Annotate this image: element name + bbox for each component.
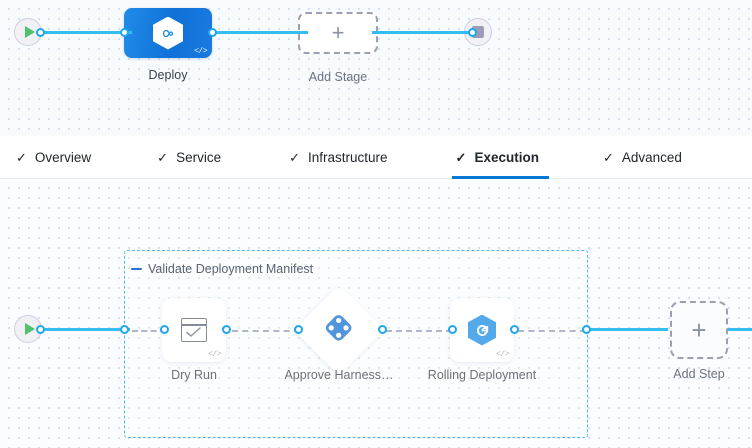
check-icon: ✓ — [289, 149, 300, 165]
step-node-body — [293, 284, 385, 376]
step-code-badge[interactable]: </> — [208, 350, 221, 359]
link-group-to-addstep — [586, 328, 668, 331]
canvas-dot-grid — [0, 179, 752, 448]
tab-advanced[interactable]: ✓ Advanced — [589, 136, 700, 179]
tab-infrastructure[interactable]: ✓ Infrastructure — [275, 136, 405, 179]
stage-tabbar[interactable]: ✓ Overview ✓ Service ✓ Infrastructure ✓ … — [0, 136, 752, 179]
link-group-to-dryrun — [132, 330, 166, 332]
check-icon: ✓ — [157, 149, 169, 165]
step-node-approve-harness[interactable]: Approve Harness… — [284, 284, 394, 382]
step-label-rolling-deployment: Rolling Deployment — [427, 368, 537, 382]
step-group-header[interactable]: Validate Deployment Manifest — [131, 262, 313, 276]
port-dryrun-in[interactable] — [160, 325, 169, 334]
add-stage-button[interactable]: + Add Stage — [298, 12, 378, 84]
port-deploy-out[interactable] — [208, 28, 217, 37]
tab-execution-label: Execution — [474, 149, 539, 165]
step-node-dry-run[interactable]: </> Dry Run — [162, 298, 226, 382]
step-code-badge[interactable]: </> — [496, 350, 509, 359]
port-approve-in[interactable] — [294, 325, 303, 334]
port-rolling-in[interactable] — [448, 325, 457, 334]
plus-icon: + — [331, 20, 345, 45]
dry-run-checkbox-icon — [181, 318, 207, 342]
port-end-in[interactable] — [468, 28, 477, 37]
port-group-in[interactable] — [120, 325, 129, 334]
stage-code-badge[interactable]: </> — [194, 47, 207, 56]
tab-active-underline — [451, 175, 549, 179]
add-step-label: Add Step — [673, 367, 725, 381]
tab-execution[interactable]: ✓ Execution — [442, 136, 557, 179]
stage-node-deploy[interactable]: </> Deploy — [124, 8, 212, 82]
check-icon: ✓ — [16, 149, 27, 165]
link-start-to-group — [40, 328, 130, 331]
step-label-approve-harness: Approve Harness… — [284, 368, 394, 382]
port-dryrun-out[interactable] — [222, 325, 231, 334]
tab-service-label: Service — [176, 149, 222, 165]
port-deploy-in[interactable] — [120, 28, 129, 37]
port-start-out[interactable] — [36, 28, 45, 37]
add-stage-label: Add Stage — [308, 70, 368, 84]
link-start-to-deploy — [40, 31, 132, 34]
link-approve-to-rolling — [386, 330, 452, 332]
play-icon — [24, 323, 35, 335]
link-rolling-to-groupend — [518, 330, 586, 332]
rolling-deployment-hexagon-icon — [468, 314, 496, 346]
check-icon: ✓ — [602, 149, 614, 165]
link-addstage-to-end — [372, 31, 472, 34]
tab-infrastructure-label: Infrastructure — [308, 149, 388, 165]
step-node-body: </> — [450, 298, 514, 362]
tab-service[interactable]: ✓ Service — [143, 136, 239, 179]
minus-icon[interactable] — [131, 268, 142, 270]
stage-graph-canvas[interactable]: </> Deploy + Add Stage — [0, 0, 752, 136]
tab-advanced-label: Advanced — [621, 149, 682, 165]
step-group-label: Validate Deployment Manifest — [148, 262, 314, 276]
step-label-dry-run: Dry Run — [171, 368, 217, 382]
port-start-out[interactable] — [36, 325, 45, 334]
harness-deploy-hexagon-icon — [153, 16, 183, 50]
harness-approval-diamond-icon — [322, 311, 356, 350]
check-icon: ✓ — [455, 149, 467, 165]
execution-graph-canvas[interactable]: Validate Deployment Manifest — [0, 179, 752, 448]
step-node-body: </> — [162, 298, 226, 362]
link-addstep-out — [728, 328, 752, 331]
port-rolling-out[interactable] — [510, 325, 519, 334]
stage-node-body: </> — [124, 8, 212, 58]
port-approve-out[interactable] — [378, 325, 387, 334]
stage-label-deploy: Deploy — [148, 68, 188, 82]
port-group-out[interactable] — [582, 325, 591, 334]
play-icon — [24, 26, 35, 38]
add-step-button[interactable]: + Add Step — [670, 301, 728, 381]
plus-icon: + — [691, 315, 707, 345]
step-node-rolling-deployment[interactable]: </> Rolling Deployment — [428, 298, 536, 382]
add-step-box: + — [670, 301, 728, 359]
link-dryrun-to-approve — [232, 330, 300, 332]
tab-overview[interactable]: ✓ Overview — [0, 136, 109, 179]
tab-overview-label: Overview — [34, 149, 92, 165]
step-group-validate-deployment-manifest[interactable] — [124, 250, 588, 438]
add-stage-box: + — [298, 12, 378, 54]
link-deploy-to-addstage — [208, 31, 308, 34]
